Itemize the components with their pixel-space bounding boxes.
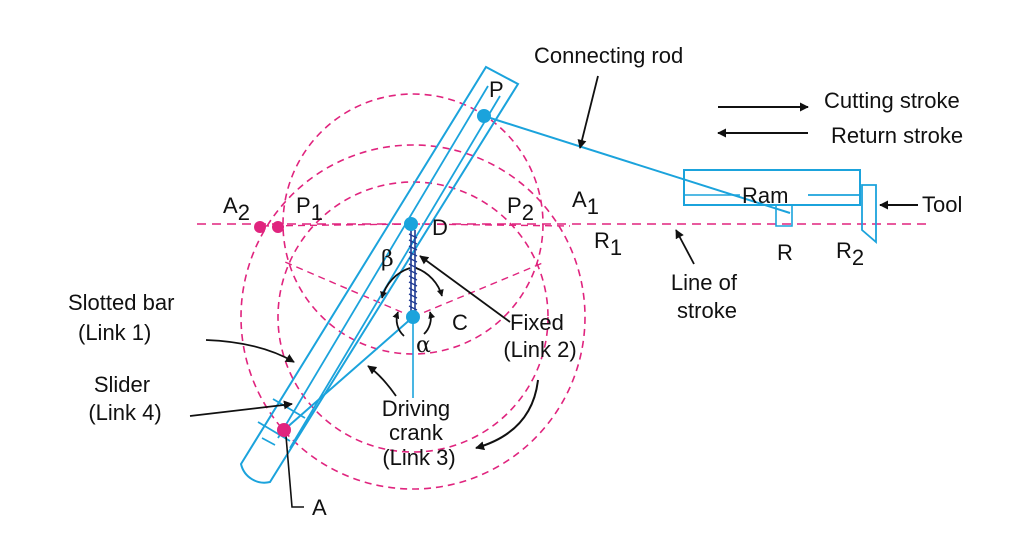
joint-p1	[272, 221, 284, 233]
label-alpha: α	[416, 333, 431, 358]
alpha-angle-arc-right	[423, 311, 436, 335]
slotted-bar-leader	[205, 339, 295, 363]
label-c: C	[452, 310, 468, 335]
connecting-rod	[483, 115, 791, 214]
construction-line-d-a1	[412, 223, 571, 227]
driving-crank	[283, 316, 414, 431]
slotted-bar	[239, 65, 520, 484]
label-slider: Slider (Link 4)	[88, 372, 161, 425]
label-p1: P1	[296, 193, 323, 225]
fixed-link-leader	[419, 255, 511, 323]
label-r2: R2	[836, 238, 864, 270]
label-r1: R1	[594, 228, 622, 260]
alpha-angle-arc	[392, 311, 405, 337]
tool-shape	[861, 184, 877, 244]
crank-pin-circle	[277, 181, 549, 453]
driving-crank-leader	[367, 365, 397, 397]
label-driving-crank: Driving crank (Link 3)	[382, 396, 457, 470]
label-return-stroke: Return stroke	[831, 123, 963, 148]
line-of-stroke-leader	[675, 229, 695, 265]
construction-line-d-a2	[261, 223, 414, 227]
joint-p	[477, 109, 491, 123]
beta-angle-arc-right	[415, 267, 444, 297]
label-a: A	[312, 495, 327, 520]
label-fixed: Fixed (Link 2)	[503, 310, 576, 362]
label-line-of-stroke: Line of stroke	[671, 270, 743, 323]
label-a1: A1	[572, 187, 599, 219]
connecting-rod-leader	[577, 75, 599, 149]
label-r: R	[777, 240, 793, 265]
joint-c	[406, 310, 420, 324]
label-tool: Tool	[922, 192, 962, 217]
rotation-direction-arrow	[475, 379, 539, 451]
label-cutting-stroke: Cutting stroke	[824, 88, 960, 113]
a-point-leader	[285, 435, 304, 508]
slider-leader	[189, 400, 293, 417]
label-d: D	[432, 215, 448, 240]
construction-line-c-right	[412, 261, 546, 318]
label-beta: β	[381, 247, 394, 272]
label-slotted-bar: Slotted bar (Link 1)	[68, 290, 181, 345]
fixed-link	[408, 230, 418, 312]
label-a2: A2	[223, 193, 250, 225]
joint-d	[404, 217, 418, 231]
joint-a2	[254, 221, 266, 233]
joint-a	[277, 423, 291, 437]
outer-dashed-circle	[240, 144, 586, 490]
label-connecting-rod: Connecting rod	[534, 43, 683, 68]
label-p: P	[489, 77, 504, 102]
label-p2: P2	[507, 193, 534, 225]
label-ram: Ram	[742, 183, 788, 208]
beta-angle-arc	[380, 267, 411, 299]
